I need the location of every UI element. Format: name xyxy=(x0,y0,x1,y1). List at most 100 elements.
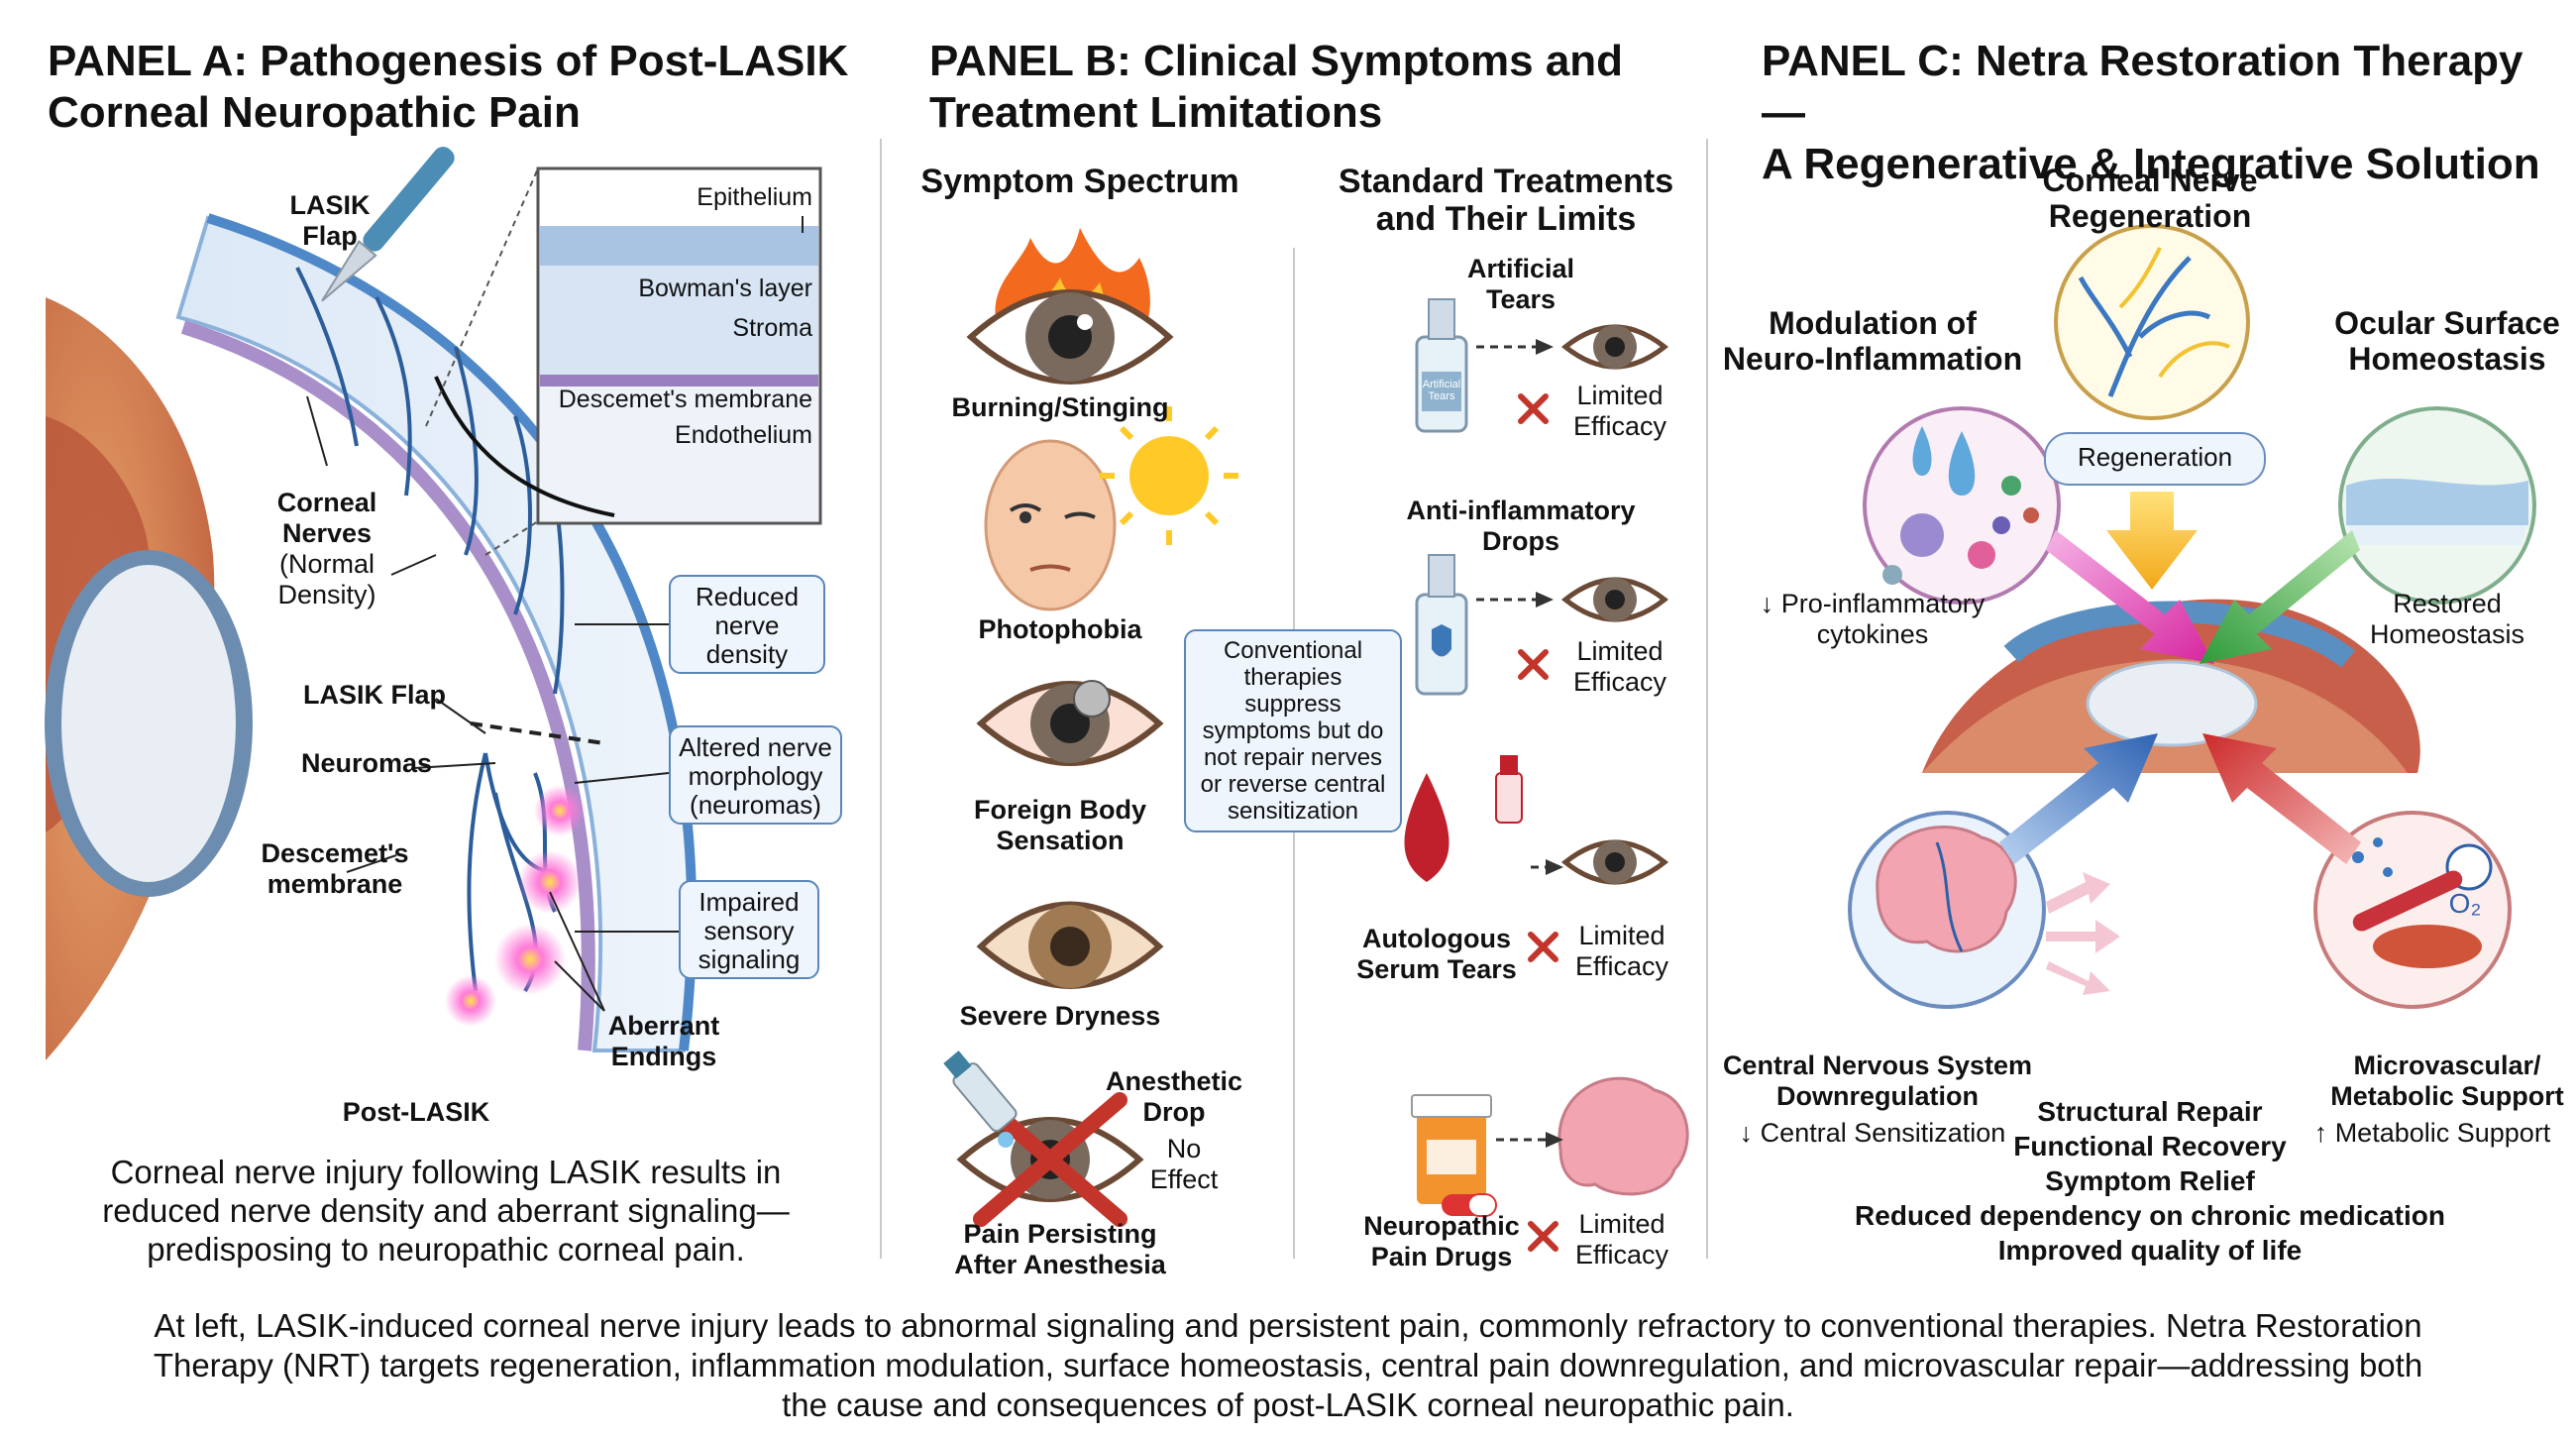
lim4-line2: Efficacy xyxy=(1574,1240,1669,1270)
symptom-burning: Burning/Stinging xyxy=(951,392,1169,422)
divider-b-c xyxy=(1706,139,1708,1259)
ocular-homeostasis-header: Ocular Surface Homeostasis xyxy=(2318,305,2576,377)
panel-a-title: PANEL A: Pathogenesis of Post-LASIK Corn… xyxy=(48,36,848,139)
limited-efficacy-1: Limited Efficacy xyxy=(1565,381,1674,442)
cns-line1: Central Nervous System xyxy=(1722,1051,2033,1080)
outcome-dependency: Reduced dependency on chronic medication xyxy=(1855,1200,2445,1231)
caption-line3: predisposing to neuropathic corneal pain… xyxy=(147,1231,745,1268)
caption-line1: Corneal nerve injury following LASIK res… xyxy=(110,1154,782,1190)
impaired-signaling-box: Impaired sensory signaling xyxy=(679,880,819,979)
treat-neuropathic-drugs: Neuropathic Pain Drugs xyxy=(1347,1211,1536,1272)
ocular-sub-line1: Restored xyxy=(2393,589,2502,618)
reduced-nerve-density-box: Reduced nerve density xyxy=(669,575,825,674)
footer-line2: Therapy (NRT) targets regeneration, infl… xyxy=(153,1347,2423,1383)
impaired-line1: Impaired xyxy=(698,887,800,917)
cns-header: Central Nervous System Downregulation xyxy=(1719,1051,2036,1112)
altered-line1: Altered nerve xyxy=(679,732,832,762)
bottle-label-line2: Tears xyxy=(1428,390,1455,402)
panel-c-title-line1: PANEL C: Netra Restoration Therapy — xyxy=(1762,37,2523,137)
layer-descemets: Descemet's membrane xyxy=(558,386,812,413)
conv-line2: therapies xyxy=(1243,664,1342,691)
layer-bowmans: Bowman's layer xyxy=(638,275,812,302)
impaired-line3: signaling xyxy=(698,944,801,974)
anesthetic-line2: Drop xyxy=(1142,1097,1206,1127)
treat2-line2: Drops xyxy=(1481,526,1559,556)
bottle-label-line1: Artificial xyxy=(1422,379,1461,390)
post-lasik-label: Post-LASIK xyxy=(342,1097,490,1127)
foreign-body-line2: Sensation xyxy=(996,826,1125,855)
no-effect-label: No Effect xyxy=(1139,1134,1229,1195)
treat3-line2: Serum Tears xyxy=(1356,954,1517,984)
nrt-outcomes: Structural Repair Functional Recovery Sy… xyxy=(1823,1094,2477,1268)
conv-line4: symptoms but do xyxy=(1202,718,1384,744)
conv-line6: or reverse central xyxy=(1200,771,1386,798)
layer-epithelium: Epithelium xyxy=(697,183,812,211)
footer-line1: At left, LASIK-induced corneal nerve inj… xyxy=(154,1307,2422,1344)
symptom-spectrum-header: Symptom Spectrum xyxy=(920,163,1239,200)
altered-morphology-box: Altered nerve morphology (neuromas) xyxy=(669,725,842,825)
conv-line1: Conventional xyxy=(1223,637,1363,664)
reduced-line1: Reduced xyxy=(695,582,800,611)
panel-a-caption: Corneal nerve injury following LASIK res… xyxy=(59,1153,832,1269)
ocular-sub-label: Restored Homeostasis xyxy=(2348,589,2546,650)
anesthetic-line1: Anesthetic xyxy=(1105,1066,1243,1096)
corneal-nerves-line4: Density) xyxy=(277,580,376,609)
treat2-line1: Anti-inflammatory xyxy=(1406,496,1636,525)
treatment-icons xyxy=(1404,298,1689,1252)
impaired-line2: sensory xyxy=(703,916,795,945)
conv-line3: suppress xyxy=(1244,691,1342,718)
descemets-label: Descemet's membrane xyxy=(256,838,414,900)
neuro-line1: Modulation of xyxy=(1769,305,1977,341)
treat-artificial-tears: Artificial Tears xyxy=(1427,254,1615,315)
panel-b-title-line2: Treatment Limitations xyxy=(929,88,1383,137)
oxygen-label: O₂ xyxy=(2448,888,2482,919)
lasik-flap-top-line1: LASIK xyxy=(289,190,371,220)
lim3-line1: Limited xyxy=(1578,921,1665,950)
conv-line5: not repair nerves xyxy=(1203,744,1383,771)
lasik-flap-top-line2: Flap xyxy=(302,221,358,251)
lasik-flap-top-label: LASIK Flap xyxy=(275,190,384,252)
footer-line3: the cause and consequences of post-LASIK… xyxy=(782,1386,1794,1423)
treat4-line1: Neuropathic xyxy=(1363,1211,1520,1241)
standard-treatments-header: Standard Treatments and Their Limits xyxy=(1318,163,1694,238)
regen-line2: Regeneration xyxy=(2048,198,2252,234)
treat-anti-inflammatory: Anti-inflammatory Drops xyxy=(1382,496,1660,557)
panel-b-title-line1: PANEL B: Clinical Symptoms and xyxy=(929,37,1624,85)
altered-line3: (neuromas) xyxy=(690,790,821,820)
treat4-line2: Pain Drugs xyxy=(1370,1242,1513,1272)
aberrant-line2: Endings xyxy=(610,1042,717,1071)
lim1-line2: Efficacy xyxy=(1572,411,1667,441)
descemets-line1: Descemet's xyxy=(261,838,409,868)
lasik-flap-mid-label: LASIK Flap xyxy=(302,680,446,710)
treat-header-line1: Standard Treatments xyxy=(1338,163,1674,200)
lim1-line1: Limited xyxy=(1576,381,1664,410)
regen-line1: Corneal Nerve xyxy=(2042,163,2258,198)
limited-efficacy-3: Limited Efficacy xyxy=(1563,921,1680,982)
foreign-body-line1: Foreign Body xyxy=(974,795,1146,825)
divider-a-b xyxy=(880,139,882,1259)
ocular-line2: Homeostasis xyxy=(2348,341,2546,377)
symptom-photophobia: Photophobia xyxy=(978,614,1142,644)
corneal-nerves-label: Corneal Nerves (Normal Density) xyxy=(258,488,396,610)
outcome-structural: Structural Repair xyxy=(2037,1096,2263,1127)
anesthetic-drop-label: Anesthetic Drop xyxy=(1090,1066,1258,1128)
corneal-nerves-line2: Nerves xyxy=(281,518,373,548)
limited-efficacy-4: Limited Efficacy xyxy=(1563,1209,1680,1271)
neuro-line2: Neuro-Inflammation xyxy=(1722,341,2023,377)
panel-b-title: PANEL B: Clinical Symptoms and Treatment… xyxy=(929,36,1623,139)
micro-line1: Microvascular/ xyxy=(2353,1051,2541,1080)
outcome-functional: Functional Recovery xyxy=(2013,1131,2287,1161)
pain-persisting-label: Pain Persisting After Anesthesia xyxy=(926,1219,1194,1280)
neuromas-label: Neuromas xyxy=(300,748,433,778)
treat-autologous: Autologous Serum Tears xyxy=(1338,924,1536,985)
lim2-line1: Limited xyxy=(1576,636,1664,666)
ocular-line1: Ocular Surface xyxy=(2334,305,2560,341)
footer-caption: At left, LASIK-induced corneal nerve inj… xyxy=(30,1306,2546,1425)
no-effect-line2: Effect xyxy=(1149,1164,1219,1194)
pain-persist-line1: Pain Persisting xyxy=(963,1219,1157,1249)
conventional-therapies-box: Conventional therapies suppress symptoms… xyxy=(1184,629,1402,832)
lim2-line2: Efficacy xyxy=(1572,667,1667,697)
layer-endothelium: Endothelium xyxy=(675,421,812,449)
neuro-sub-line2: cytokines xyxy=(1816,619,1929,649)
micro-sub-label: ↑ Metabolic Support xyxy=(2313,1118,2551,1148)
